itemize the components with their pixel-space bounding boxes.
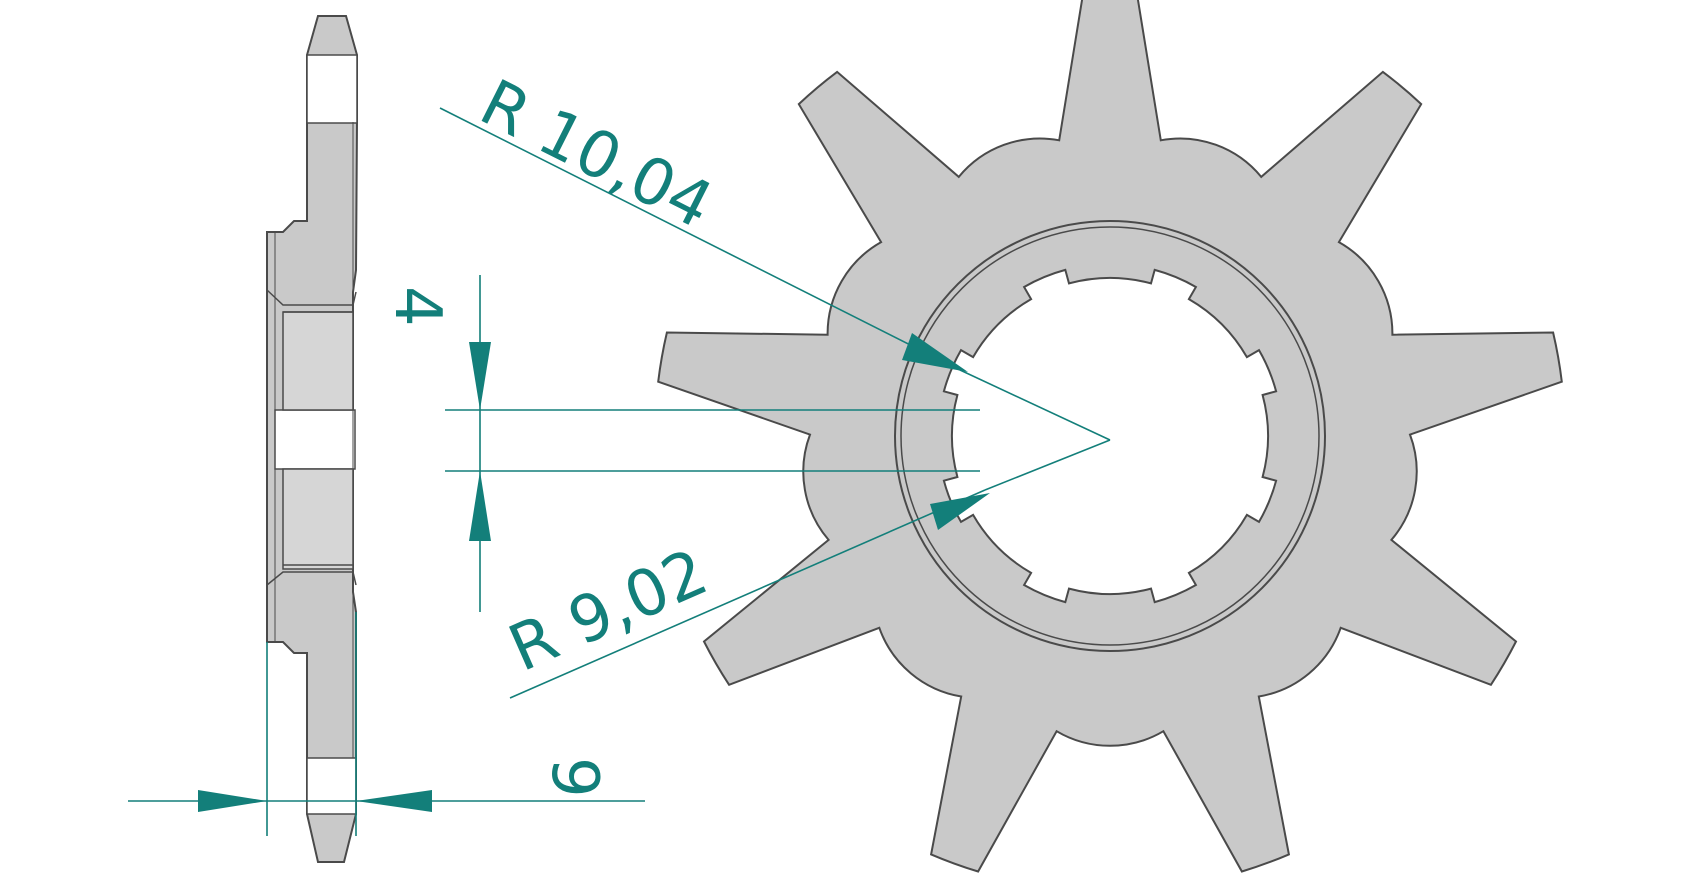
hub-ring-outer bbox=[894, 220, 1326, 652]
radius-inner-leader bbox=[509, 489, 986, 699]
thickness-arrow-left bbox=[198, 790, 267, 812]
radius-inner-center-line bbox=[984, 439, 1111, 491]
side-view-top-slot bbox=[306, 54, 358, 124]
sprocket-front-view bbox=[657, 0, 1563, 873]
radius-inner-arrowhead bbox=[930, 493, 990, 530]
spline-width-arrow-top bbox=[469, 342, 491, 410]
spline-width-arrow-bottom bbox=[469, 471, 491, 541]
radius-inner-label: R 9,02 bbox=[499, 536, 719, 687]
side-view-spline-upper bbox=[282, 311, 354, 411]
sprocket-side-view bbox=[266, 15, 358, 863]
dimension-arrows bbox=[198, 333, 990, 812]
hub-ring-inner bbox=[900, 226, 1320, 646]
side-view-bottom-slot bbox=[306, 757, 357, 815]
spline-bore-hole bbox=[942, 268, 1278, 604]
radius-outer-label: R 10,04 bbox=[469, 66, 724, 244]
side-view-spline-lower bbox=[282, 468, 354, 570]
thickness-label: 9 bbox=[537, 757, 611, 798]
side-view-bore-band bbox=[274, 409, 356, 470]
dimension-labels: R 10,04 R 9,02 4 9 bbox=[380, 66, 724, 798]
radius-outer-center-line bbox=[959, 369, 1111, 441]
thickness-arrow-right bbox=[356, 790, 432, 812]
radius-outer-arrowhead bbox=[902, 333, 968, 372]
spline-width-label: 4 bbox=[380, 286, 454, 327]
radius-outer-leader bbox=[439, 107, 961, 371]
